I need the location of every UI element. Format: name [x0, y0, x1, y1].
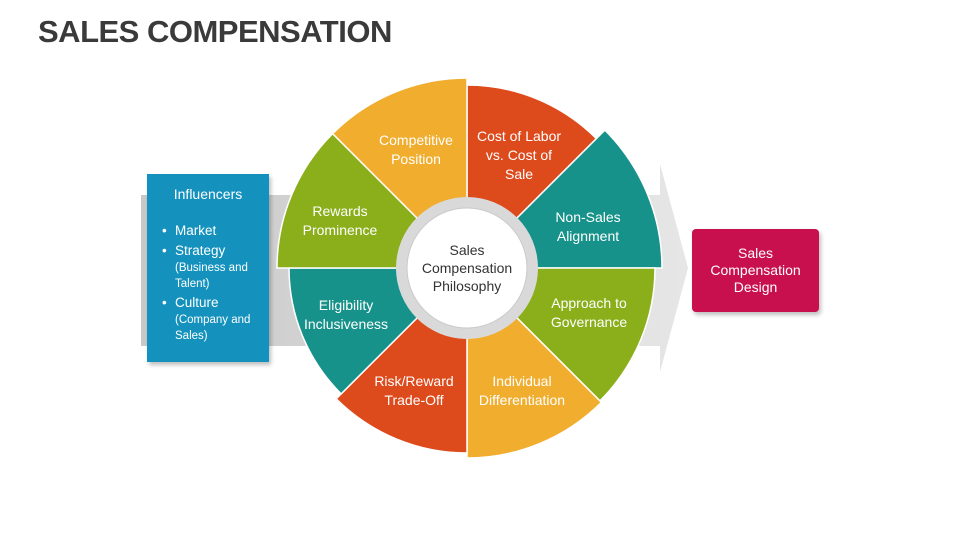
influencer-label: Culture [175, 295, 219, 310]
wheel [276, 77, 663, 459]
influencer-label: Market [175, 223, 217, 238]
influencers-list: Market Strategy (Business and Talent) Cu… [161, 222, 261, 344]
segment-label-rewards-prominence: Rewards Prominence [302, 203, 378, 238]
influencer-item: Market [162, 222, 261, 240]
influencer-sub: (Company and Sales) [175, 314, 251, 342]
page-title: SALES COMPENSATION [38, 14, 392, 49]
center-label: Sales Compensation Philosophy [421, 242, 513, 294]
segment-label-non-sales-alignment: Non-Sales Alignment [555, 209, 621, 244]
influencer-label: Strategy [175, 243, 226, 258]
influencers-box: Influencers Market Strategy (Business an… [147, 174, 269, 362]
outcome-label: Sales Compensation Design [710, 245, 801, 295]
influencer-item: Strategy (Business and Talent) [162, 242, 261, 292]
segment-label-eligibility: Eligibility Inclusiveness [303, 297, 389, 332]
influencer-item: Culture (Company and Sales) [162, 294, 261, 344]
segment-label-competitive-position: Competitive Position [379, 132, 453, 167]
influencer-sub: (Business and Talent) [175, 262, 248, 290]
influencers-heading: Influencers [173, 186, 243, 202]
outcome-box: Sales Compensation Design [692, 229, 819, 312]
center-disc [406, 207, 528, 329]
segment-label-cost-of-labor: Cost of Labor vs. Cost of Sale [476, 128, 562, 182]
segment-label-approach-to-governance: Approach to Governance [550, 295, 628, 330]
segment-label-individual-differentiation: Individual Differentiation [478, 373, 566, 408]
segment-label-risk-reward: Risk/Reward Trade-Off [374, 373, 454, 408]
